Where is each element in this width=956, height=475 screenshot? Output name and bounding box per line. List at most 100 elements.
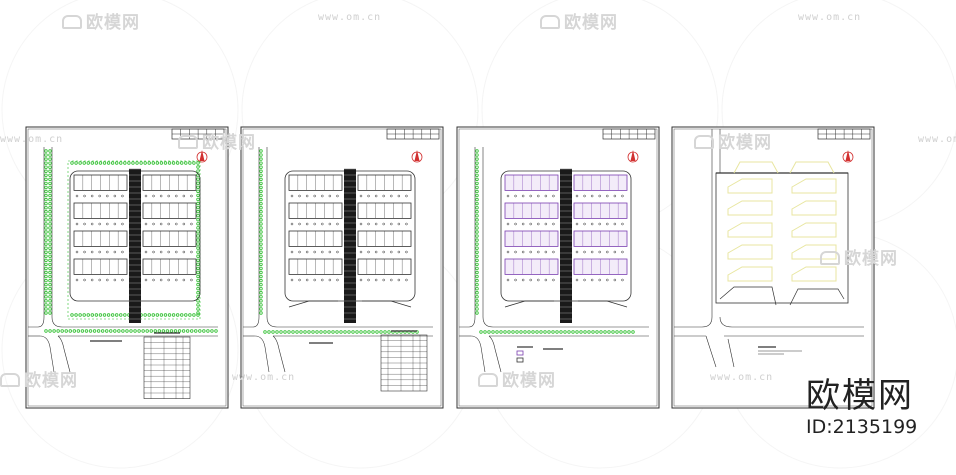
parking-mark (159, 194, 163, 198)
tree-symbol (64, 329, 68, 333)
tree-symbol (48, 205, 52, 210)
tree-symbol (539, 330, 543, 334)
tree-symbol (48, 282, 52, 287)
parking-mark (621, 222, 624, 226)
tree-symbol (48, 250, 52, 254)
building-footprint (791, 178, 837, 194)
parking-mark (514, 194, 517, 198)
tree-symbol (547, 330, 551, 334)
parking-mark (537, 250, 540, 254)
tree-symbol (196, 201, 200, 206)
drawing-sheet-1 (25, 126, 229, 409)
road-curve (470, 335, 486, 373)
tree-symbol (48, 262, 52, 267)
watermark-cloud-icon (178, 135, 198, 149)
tree-symbol (259, 307, 263, 311)
tree-symbol (259, 149, 263, 153)
parking-mark (144, 278, 148, 282)
parking-mark (621, 278, 624, 282)
tree-symbol (48, 274, 52, 279)
tree-symbol (88, 329, 93, 333)
tree-symbol (188, 161, 192, 165)
watermark-logo: 欧模网 (178, 128, 256, 153)
tree-symbol (44, 287, 48, 291)
tree-symbol (48, 329, 52, 333)
tree-symbol (555, 330, 559, 334)
site-edge (719, 286, 777, 306)
tree-symbol (44, 214, 48, 218)
road-curve (674, 316, 713, 328)
parking-mark (405, 194, 408, 198)
tree-symbol (48, 270, 52, 275)
parking-mark (98, 222, 101, 226)
tree-symbol (259, 258, 263, 263)
parking-mark (98, 278, 101, 282)
tree-symbol (48, 185, 52, 190)
tree-symbol (44, 250, 48, 254)
tree-symbol (259, 222, 263, 226)
tree-symbol (347, 330, 351, 334)
tree-symbol (48, 238, 52, 242)
parking-mark (367, 250, 370, 254)
tree-symbol (475, 278, 479, 283)
parking-mark (313, 194, 316, 198)
tree-symbol (210, 329, 214, 333)
tree-symbol (475, 270, 479, 275)
tree-symbol (475, 242, 479, 246)
watermark-url: www.om.cn (0, 134, 64, 145)
watermark-logo: 欧模网 (478, 366, 556, 391)
tree-symbol (206, 329, 210, 333)
tree-symbol (48, 242, 52, 246)
parking-mark (175, 194, 178, 198)
parking-mark (305, 194, 309, 198)
tree-symbol (177, 329, 182, 333)
tree-symbol (44, 291, 48, 295)
parking-mark (552, 194, 555, 198)
road-curve (254, 335, 270, 373)
road-curve (51, 316, 218, 328)
tree-symbol (94, 161, 99, 165)
parking-mark (374, 194, 378, 198)
watermark-cloud-icon (478, 373, 498, 387)
tree-symbol (271, 330, 275, 334)
tree-symbol (198, 329, 202, 333)
tree-symbol (102, 161, 107, 165)
watermark-logo-text: 欧模网 (844, 249, 898, 269)
road-curve (57, 335, 71, 373)
parking-mark (336, 222, 339, 226)
tree-symbol (106, 161, 111, 165)
tree-symbol (196, 291, 200, 295)
parking-mark (390, 250, 393, 254)
tree-symbol (196, 181, 200, 185)
tree-symbol (475, 197, 479, 202)
sheet-inner-border (27, 128, 227, 407)
tree-symbol (259, 218, 263, 222)
parking-mark (182, 194, 186, 198)
parking-mark (75, 194, 79, 198)
tree-symbol (196, 197, 200, 202)
tree-symbol (259, 226, 263, 230)
tree-symbol (259, 234, 263, 238)
tree-symbol (48, 287, 52, 291)
parking-mark (83, 278, 86, 282)
parking-mark (382, 250, 385, 254)
drawing-sheet-3 (456, 126, 660, 409)
tree-symbol (48, 258, 52, 263)
tree-symbol (611, 330, 615, 334)
tree-symbol (475, 226, 479, 230)
parking-mark (583, 222, 586, 226)
parking-mark (144, 194, 148, 198)
tree-symbol (109, 329, 113, 333)
tree-symbol (475, 165, 479, 169)
tree-symbol (575, 330, 579, 334)
parking-mark (521, 278, 525, 282)
parking-mark (328, 222, 332, 226)
tree-symbol (173, 329, 178, 333)
tree-symbol (52, 329, 56, 333)
watermark-logo: 欧模网 (820, 244, 898, 269)
tree-symbol (323, 330, 327, 334)
parking-mark (90, 250, 94, 254)
tree-symbol (115, 161, 119, 165)
parking-mark (506, 278, 510, 282)
road-curve (28, 316, 45, 328)
